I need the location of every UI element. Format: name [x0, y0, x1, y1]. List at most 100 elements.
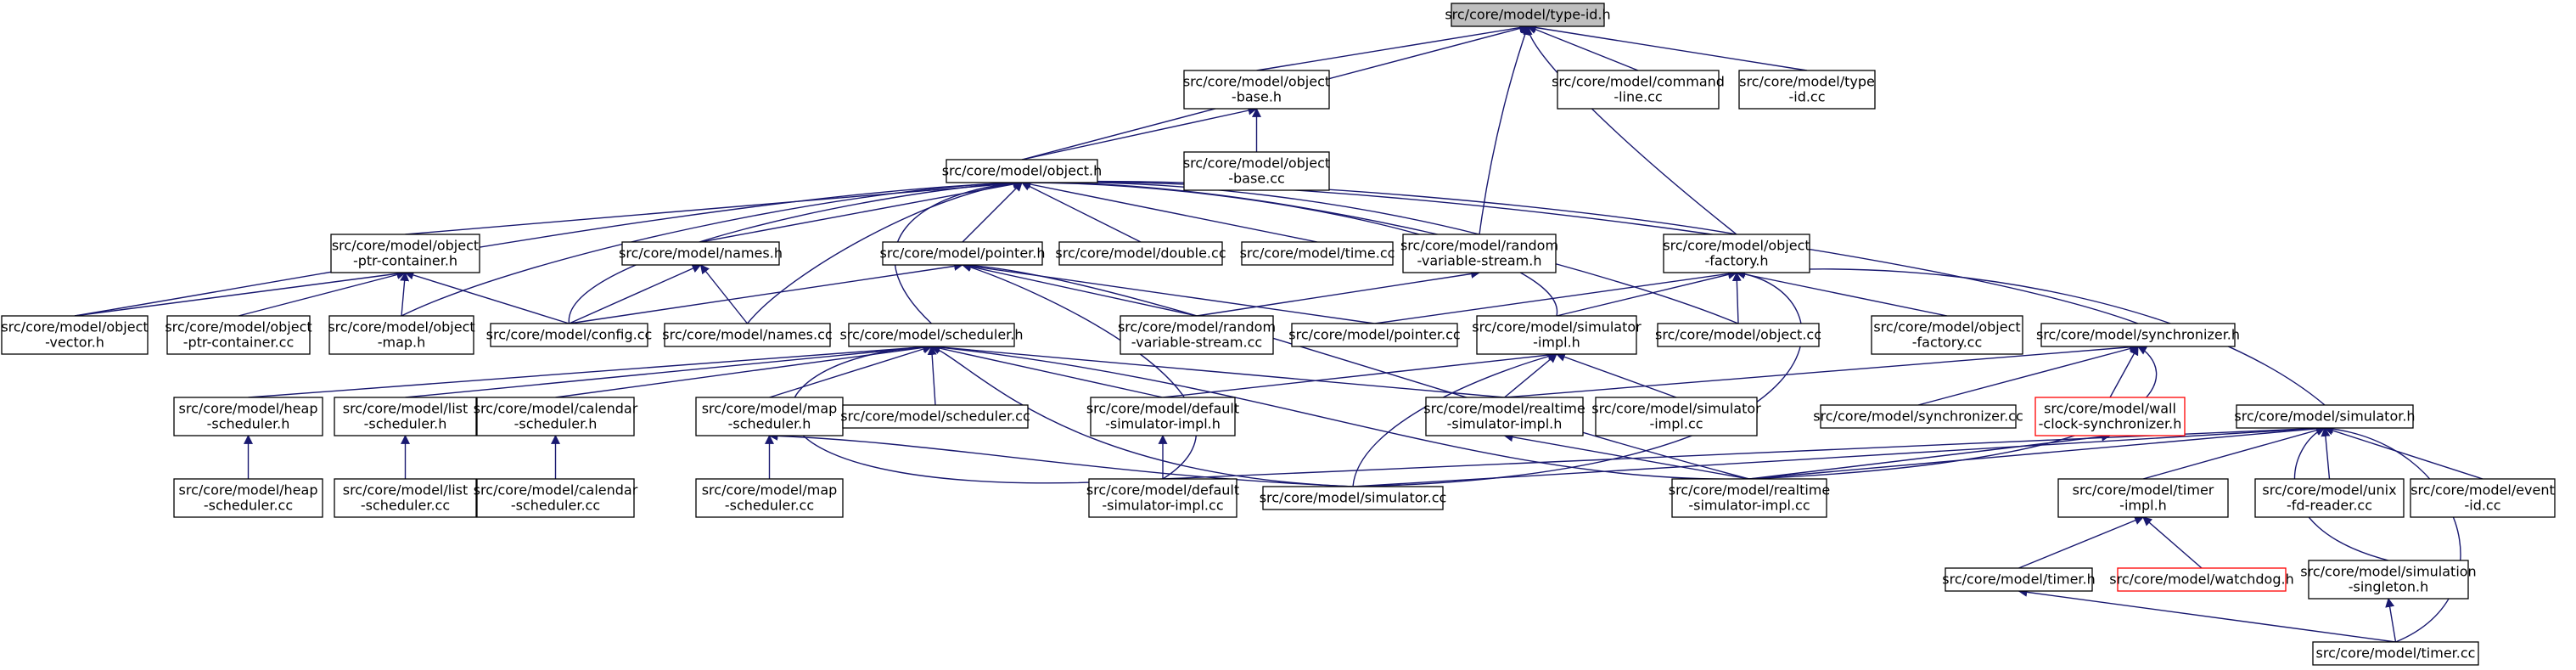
node-object-factory-cc[interactable]: src/core/model/object-factory.cc: [1871, 315, 2023, 355]
node-label-line: -ptr-container.cc: [183, 335, 295, 351]
node-pointer-cc[interactable]: src/core/model/pointer.cc: [1288, 323, 1461, 347]
node-list-scheduler-h[interactable]: src/core/model/list-scheduler.h: [334, 397, 477, 436]
node-list-scheduler-cc[interactable]: src/core/model/list-scheduler.cc: [334, 478, 477, 518]
node-calendar-scheduler-cc[interactable]: src/core/model/calendar-scheduler.cc: [474, 478, 638, 518]
edge-realtime-simulator-impl-cc-to-realtime-simulator-impl-h: [1503, 432, 1750, 480]
node-unix-fd-reader-cc[interactable]: src/core/model/unix-fd-reader.cc: [2254, 478, 2405, 518]
node-object-ptr-container-cc[interactable]: src/core/model/object-ptr-container.cc: [165, 315, 312, 355]
node-label-line: -base.h: [1232, 89, 1282, 105]
node-pointer-h[interactable]: src/core/model/pointer.h: [880, 241, 1046, 266]
node-heap-scheduler-h[interactable]: src/core/model/heap-scheduler.h: [173, 397, 323, 436]
node-box: [1657, 323, 1820, 347]
node-synchronizer-cc[interactable]: src/core/model/synchronizer.cc: [1813, 404, 2023, 429]
node-box: [2312, 641, 2479, 666]
node-box: [334, 478, 477, 518]
node-box: [2410, 478, 2556, 518]
node-label-line: src/core/model/config.cc: [486, 327, 653, 343]
node-object-cc[interactable]: src/core/model/object.cc: [1655, 323, 1821, 347]
edge-timer-cc-to-simulator-h: [2323, 424, 2461, 643]
node-simulation-singleton-h[interactable]: src/core/model/simulation-singleton.h: [2300, 560, 2477, 600]
node-label-line: src/core/model/random: [1400, 238, 1558, 254]
node-box: [2034, 397, 2186, 436]
node-map-scheduler-cc[interactable]: src/core/model/map-scheduler.cc: [695, 478, 844, 518]
node-label-line: src/core/model/timer: [2073, 482, 2214, 498]
node-watchdog-h[interactable]: src/core/model/watchdog.h: [2109, 567, 2294, 592]
node-simulator-impl-h[interactable]: src/core/model/simulator-impl.h: [1472, 315, 1642, 355]
node-timer-cc[interactable]: src/core/model/timer.cc: [2312, 641, 2479, 666]
node-realtime-simulator-impl-cc[interactable]: src/core/model/realtime-simulator-impl.c…: [1669, 478, 1830, 518]
node-object-vector-h[interactable]: src/core/model/object-vector.h: [1, 315, 149, 355]
node-label-line: src/core/model/event: [2410, 482, 2555, 498]
edge-scheduler-cc-to-scheduler-h: [927, 345, 937, 406]
node-label-line: src/core/model/heap: [179, 482, 318, 498]
edge-realtime-simulator-impl-cc-to-scheduler-h: [930, 342, 1750, 480]
node-layer: src/core/model/type-id.h src/core/model/o…: [1, 3, 2556, 666]
edge-simulator-impl-cc-to-simulator-impl-h: [1555, 352, 1677, 398]
node-default-simulator-impl-h[interactable]: src/core/model/default-simulator-impl.h: [1086, 397, 1239, 436]
node-simulator-impl-cc[interactable]: src/core/model/simulator-impl.cc: [1591, 397, 1761, 436]
node-calendar-scheduler-h[interactable]: src/core/model/calendar-scheduler.h: [474, 397, 638, 436]
node-double-cc[interactable]: src/core/model/double.cc: [1055, 241, 1226, 266]
edge-simulator-cc-to-simulator-h: [1352, 424, 2326, 487]
node-type-id-cc[interactable]: src/core/model/type-id.cc: [1738, 70, 1876, 110]
node-object-ptr-container-h[interactable]: src/core/model/object-ptr-container.h: [330, 234, 480, 273]
edge-random-variable-stream-cc-to-random-variable-stream-h: [1196, 269, 1481, 317]
node-box: [1663, 234, 1810, 273]
node-box: [1595, 397, 1758, 436]
node-object-base-h[interactable]: src/core/model/object-base.h: [1183, 70, 1330, 110]
node-random-variable-stream-h[interactable]: src/core/model/random-variable-stream.h: [1400, 234, 1558, 273]
node-label-line: -impl.h: [2119, 498, 2167, 514]
node-box: [334, 397, 477, 436]
node-box: [476, 397, 635, 436]
node-label-line: -factory.h: [1704, 253, 1768, 269]
node-default-simulator-impl-cc[interactable]: src/core/model/default-simulator-impl.cc: [1086, 478, 1239, 518]
node-heap-scheduler-cc[interactable]: src/core/model/heap-scheduler.cc: [173, 478, 323, 518]
node-command-line-cc[interactable]: src/core/model/command-line.cc: [1552, 70, 1725, 110]
node-label-line: src/core/model/heap: [179, 401, 318, 417]
node-realtime-simulator-impl-h[interactable]: src/core/model/realtime-simulator-impl.h: [1423, 397, 1585, 436]
node-box: [328, 315, 474, 355]
node-label-line: -scheduler.cc: [204, 498, 293, 514]
node-label-line: -scheduler.h: [514, 416, 598, 432]
node-object-base-cc[interactable]: src/core/model/object-base.cc: [1183, 151, 1330, 191]
edge-random-variable-stream-cc-to-pointer-h: [961, 262, 1198, 317]
node-synchronizer-h[interactable]: src/core/model/synchronizer.h: [2036, 323, 2240, 347]
node-object-factory-h[interactable]: src/core/model/object-factory.h: [1663, 234, 1810, 273]
node-config-cc[interactable]: src/core/model/config.cc: [486, 323, 653, 347]
node-label-line: src/core/model/type-id.h: [1445, 7, 1610, 23]
node-simulator-h[interactable]: src/core/model/simulator.h: [2234, 404, 2416, 429]
node-box: [173, 478, 323, 518]
node-random-variable-stream-cc[interactable]: src/core/model/random-variable-stream.cc: [1118, 315, 1276, 355]
edge-object-vector-h-to-object-h: [74, 177, 1024, 317]
node-type-id-h[interactable]: src/core/model/type-id.h: [1445, 3, 1611, 27]
edge-object-ptr-container-h-to-object-h: [405, 178, 1024, 235]
node-timer-impl-h[interactable]: src/core/model/timer-impl.h: [2057, 478, 2229, 518]
node-box: [1183, 151, 1330, 191]
node-scheduler-h[interactable]: src/core/model/scheduler.h: [839, 323, 1024, 347]
node-label-line: -variable-stream.cc: [1131, 335, 1262, 351]
edge-map-scheduler-h-to-scheduler-h: [769, 344, 933, 398]
node-box: [842, 404, 1029, 429]
edge-pointer-cc-to-pointer-h: [961, 261, 1375, 324]
node-label-line: -simulator-impl.h: [1447, 416, 1563, 432]
node-names-cc[interactable]: src/core/model/names.cc: [662, 323, 833, 347]
node-label-line: src/core/model/object: [1663, 238, 1810, 254]
node-scheduler-cc[interactable]: src/core/model/scheduler.cc: [840, 404, 1030, 429]
node-label-line: -scheduler.cc: [511, 498, 600, 514]
node-timer-h[interactable]: src/core/model/timer.h: [1942, 567, 2096, 592]
node-label-line: -scheduler.h: [364, 416, 447, 432]
node-object-h[interactable]: src/core/model/object.h: [942, 159, 1103, 183]
edge-default-simulator-impl-cc-to-pointer-h: [961, 262, 1198, 480]
node-box: [173, 397, 323, 436]
node-box: [1451, 3, 1605, 27]
node-event-id-cc[interactable]: src/core/model/event-id.cc: [2410, 478, 2556, 518]
node-time-cc[interactable]: src/core/model/time.cc: [1240, 241, 1395, 266]
node-box: [490, 323, 648, 347]
node-label-line: src/core/model/wall: [2044, 401, 2176, 417]
node-object-map-h[interactable]: src/core/model/object-map.h: [328, 315, 475, 355]
node-map-scheduler-h[interactable]: src/core/model/map-scheduler.h: [695, 397, 844, 436]
node-names-h[interactable]: src/core/model/names.h: [619, 241, 783, 266]
node-box: [2117, 567, 2287, 592]
node-wall-clock-synchronizer-h[interactable]: src/core/model/wall-clock-synchronizer.h: [2034, 397, 2186, 436]
node-simulator-cc[interactable]: src/core/model/simulator.cc: [1260, 486, 1447, 510]
